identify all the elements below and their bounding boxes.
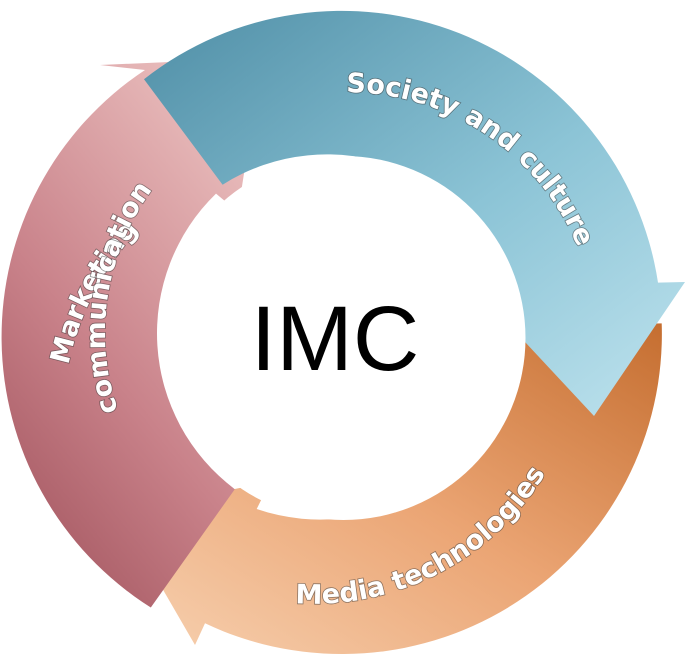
marketing-communication-arrow (1, 58, 263, 608)
center-circle (161, 156, 526, 520)
media-technologies-arrow (118, 323, 662, 655)
center-label: IMC (251, 288, 420, 390)
society-and-culture-arrow (144, 10, 685, 416)
